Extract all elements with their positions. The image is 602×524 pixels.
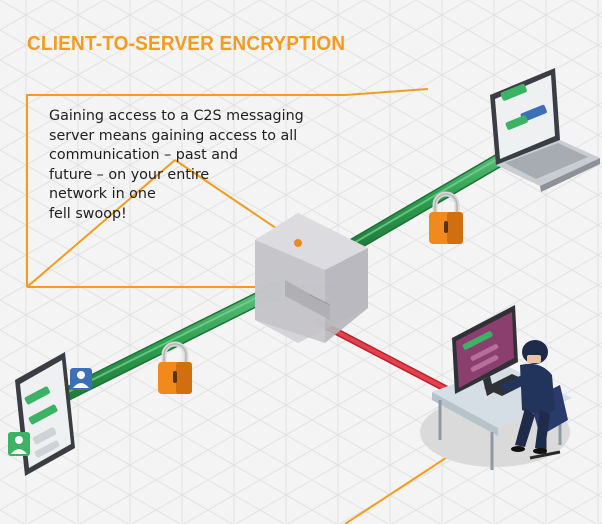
callout-line: communication – past and bbox=[49, 147, 239, 164]
callout-line: server means gaining access to all bbox=[49, 127, 298, 144]
callout-line: future – on your entire bbox=[49, 166, 210, 183]
padlock-icon bbox=[158, 341, 192, 394]
hacker-icon bbox=[432, 305, 572, 470]
page-title: CLIENT-TO-SERVER ENCRYPTION bbox=[27, 33, 346, 55]
callout-text: Gaining access to a C2S messaging server… bbox=[49, 107, 319, 225]
laptop-icon bbox=[490, 68, 600, 192]
callout-line: Gaining access to a C2S messaging bbox=[49, 108, 304, 124]
user-avatar-icon bbox=[70, 368, 92, 390]
callout-line: network in one bbox=[49, 186, 156, 203]
pointer-line bbox=[344, 451, 456, 524]
encrypted-pipe-right bbox=[338, 141, 527, 257]
padlock-icon bbox=[429, 191, 463, 244]
exposed-link bbox=[314, 318, 456, 396]
user-avatar-icon bbox=[8, 432, 30, 456]
callout-line: fell swoop! bbox=[49, 205, 127, 222]
server-icon bbox=[255, 213, 368, 343]
server-node-dot bbox=[294, 239, 302, 247]
